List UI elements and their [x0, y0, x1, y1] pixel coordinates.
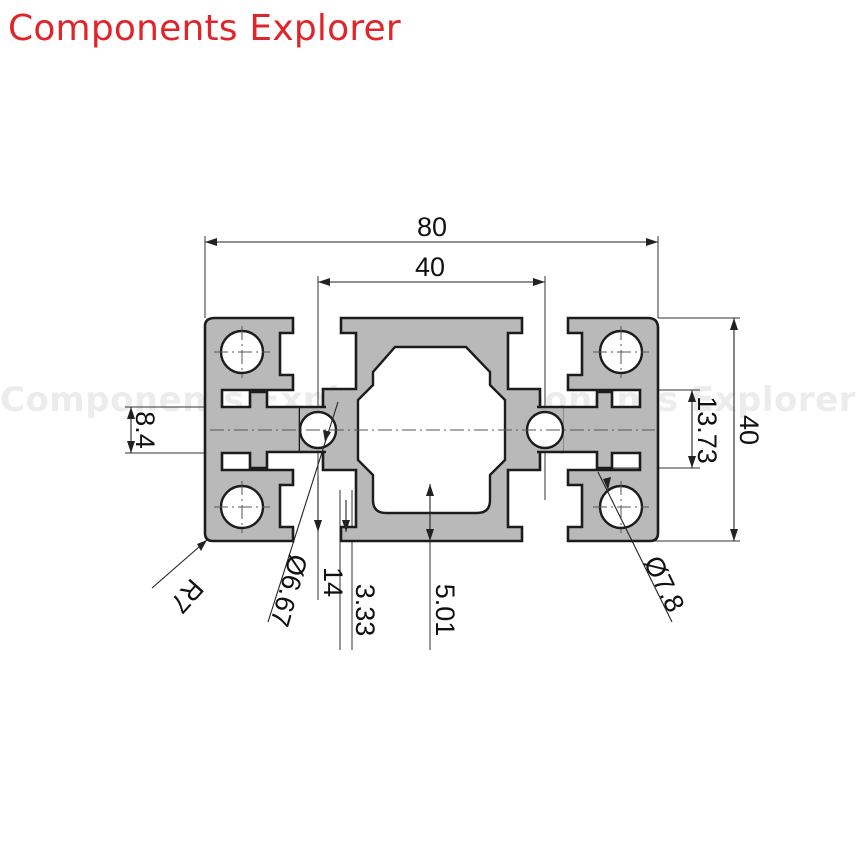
centerlines	[210, 326, 655, 533]
dim-r7: R7	[164, 573, 209, 619]
dim-40-horizontal: 40	[415, 252, 445, 282]
dim-40-vertical: 40	[734, 415, 764, 445]
dimension-lines	[127, 238, 738, 623]
dim-dia-6-67: Ø6.67	[264, 551, 313, 630]
dim-dia-7-8: Ø7.8	[638, 551, 691, 617]
dim-3-33: 3.33	[350, 584, 380, 637]
dim-14: 14	[318, 567, 348, 597]
dim-13-73: 13.73	[692, 396, 722, 464]
dim-5-01: 5.01	[430, 584, 460, 637]
dim-8-4: 8.4	[130, 411, 160, 449]
brand-title: Components Explorer	[8, 8, 401, 49]
dim-80: 80	[417, 212, 447, 242]
